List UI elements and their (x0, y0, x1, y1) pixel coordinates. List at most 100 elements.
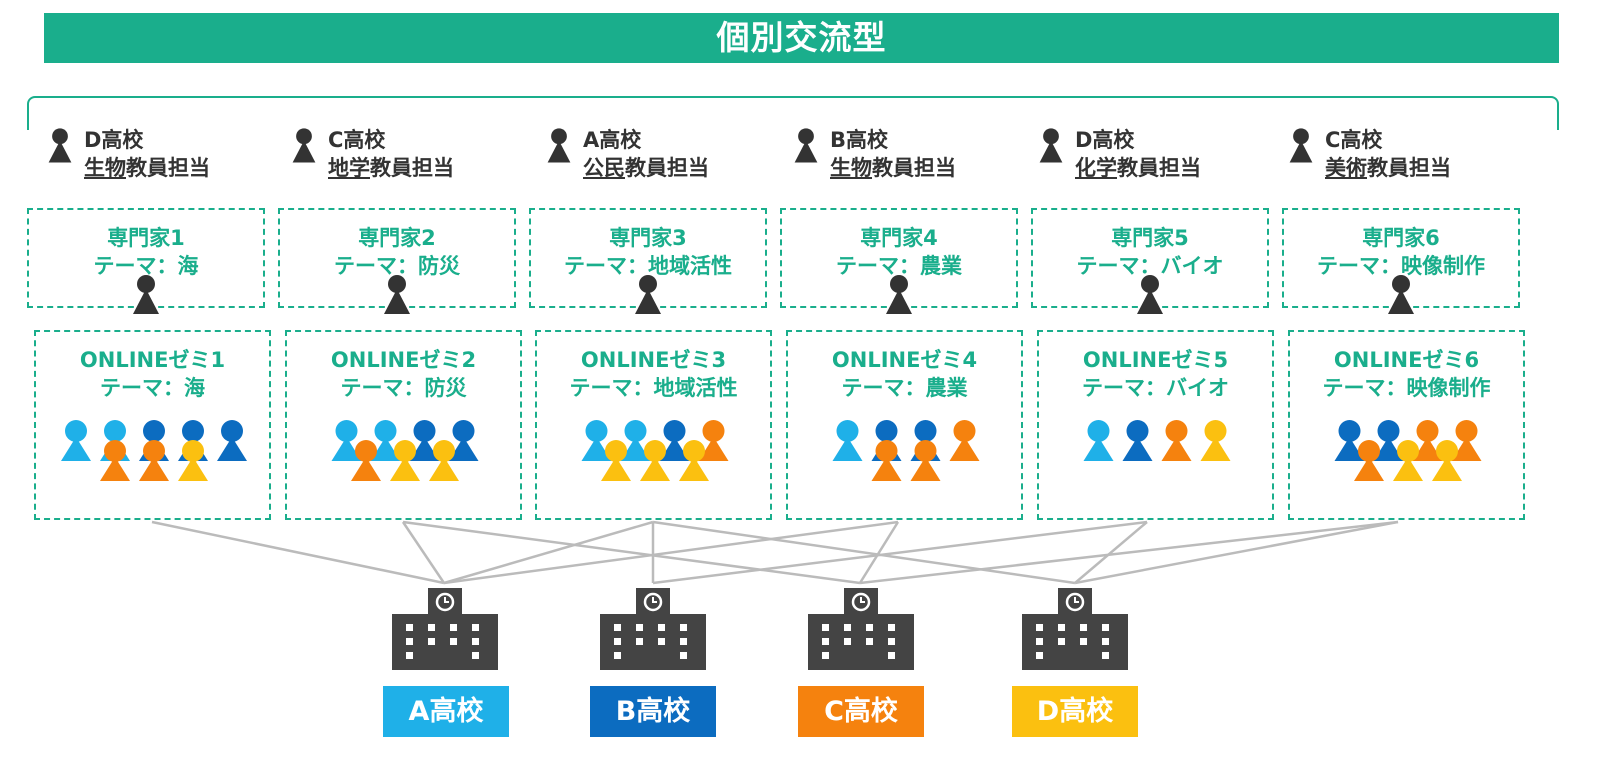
expert-box-3: 専門家3 テーマ：地域活性 (529, 208, 767, 314)
expert-name: 専門家3 (609, 226, 687, 250)
teacher-role: 生物教員担当 (84, 156, 210, 180)
student-icon-d (178, 440, 208, 481)
connection-line (401, 521, 446, 584)
connection-line (859, 520, 1399, 585)
student-icon-c (949, 420, 980, 461)
expert-theme: テーマ：バイオ (1076, 254, 1224, 278)
expert-theme: テーマ：地域活性 (564, 254, 732, 278)
seminar-theme: テーマ：バイオ (1082, 376, 1229, 400)
connection-line (1074, 521, 1148, 584)
connection-line (402, 520, 861, 585)
seminar-name: ONLINEゼミ1 (79, 348, 226, 372)
student-icon-b (1122, 420, 1153, 461)
seminar-theme: テーマ：農業 (841, 376, 968, 400)
student-group (581, 420, 729, 481)
seminar-box-5: ONLINEゼミ5 テーマ：バイオ (1037, 330, 1274, 520)
teacher-school: C高校 (328, 128, 386, 152)
student-icon-c (1412, 420, 1443, 461)
teacher-school: C高校 (1325, 128, 1383, 152)
seminar-box-3: ONLINEゼミ3 テーマ：地域活性 (535, 330, 772, 520)
student-icon-b (217, 420, 247, 461)
student-icon-d (601, 440, 631, 481)
teacher-group-bracket (27, 96, 1559, 130)
student-icon-d (679, 440, 709, 481)
school-label-d: D高校 (1012, 686, 1138, 737)
seminar-box-4: ONLINEゼミ4 テーマ：農業 (786, 330, 1023, 520)
expert-name: 専門家4 (860, 226, 938, 250)
student-icon-a (61, 420, 91, 461)
seminar-name: ONLINEゼミ2 (330, 348, 477, 372)
student-group (832, 420, 980, 481)
expert-box-2: 専門家2 テーマ：防災 (278, 208, 516, 314)
expert-box-6: 専門家6 テーマ：映像制作 (1282, 208, 1520, 314)
student-icon-c (100, 440, 130, 481)
student-icon-b (1373, 420, 1404, 461)
connection-line (443, 520, 654, 585)
school-label-b: B高校 (590, 686, 716, 737)
teacher-school: A高校 (583, 128, 642, 152)
student-icon-d (429, 440, 459, 481)
student-icon-a (1083, 420, 1114, 461)
expert-theme: テーマ：農業 (836, 254, 962, 278)
student-icon-b (409, 420, 440, 461)
connection-line (443, 520, 899, 585)
school-label-a: A高校 (383, 686, 509, 737)
seminar-box-6: ONLINEゼミ6 テーマ：映像制作 (1288, 330, 1525, 520)
teacher-role: 化学教員担当 (1075, 156, 1201, 180)
student-icon-c (910, 440, 941, 481)
student-icon-b (1334, 420, 1365, 461)
expert-theme: テーマ：防災 (334, 254, 460, 278)
expert-theme: テーマ：映像制作 (1317, 254, 1485, 278)
student-group (61, 420, 247, 481)
student-icon-a (370, 420, 401, 461)
student-icon-b (448, 420, 479, 461)
student-icon-c (139, 440, 169, 481)
connection-line (858, 521, 900, 584)
seminar-name: ONLINEゼミ6 (1333, 348, 1480, 372)
seminar-box-2: ONLINEゼミ2 テーマ：防災 (285, 330, 522, 520)
student-icon-d (1432, 440, 1462, 481)
student-icon-a (581, 420, 612, 461)
seminar-name: ONLINEゼミ3 (580, 348, 727, 372)
student-icon-a (832, 420, 863, 461)
teacher-role: 生物教員担当 (830, 156, 956, 180)
student-icon-c (1161, 420, 1192, 461)
connection-line (151, 520, 445, 585)
student-icon-b (659, 420, 690, 461)
seminar-theme: テーマ：海 (100, 376, 205, 400)
student-group (1083, 420, 1231, 461)
expert-box-4: 専門家4 テーマ：農業 (780, 208, 1018, 314)
expert-name: 専門家2 (358, 226, 436, 250)
student-icon-d (640, 440, 670, 481)
student-icon-c (698, 420, 729, 461)
teacher-role: 公民教員担当 (583, 156, 709, 180)
student-icon-a (331, 420, 362, 461)
seminar-theme: テーマ：地域活性 (569, 376, 738, 400)
expert-name: 専門家5 (1111, 226, 1189, 250)
teacher-role: 美術教員担当 (1325, 156, 1451, 180)
expert-box-1: 専門家1 テーマ：海 (27, 208, 265, 314)
student-icon-d (390, 440, 420, 481)
student-icon-a (620, 420, 651, 461)
seminar-theme: テーマ：防災 (340, 376, 467, 400)
student-icon-d (1393, 440, 1423, 481)
student-group (331, 420, 479, 481)
student-icon-c (1354, 440, 1384, 481)
teacher-role: 地学教員担当 (328, 156, 454, 180)
teacher-school: D高校 (84, 128, 144, 152)
connection-line (1074, 520, 1399, 585)
seminar-name: ONLINEゼミ4 (831, 348, 978, 372)
student-icon-c (1451, 420, 1482, 461)
student-icon-d (1200, 420, 1231, 461)
expert-theme: テーマ：海 (93, 254, 199, 278)
school-building-icon (1022, 588, 1128, 674)
school-label-c: C高校 (798, 686, 924, 737)
school-building-icon (392, 588, 498, 674)
school-building-icon (808, 588, 914, 674)
teacher-school: D高校 (1075, 128, 1135, 152)
seminar-theme: テーマ：映像制作 (1322, 376, 1491, 400)
expert-box-5: 専門家5 テーマ：バイオ (1031, 208, 1269, 314)
expert-name: 専門家1 (107, 226, 185, 250)
connection-line (652, 520, 1148, 585)
